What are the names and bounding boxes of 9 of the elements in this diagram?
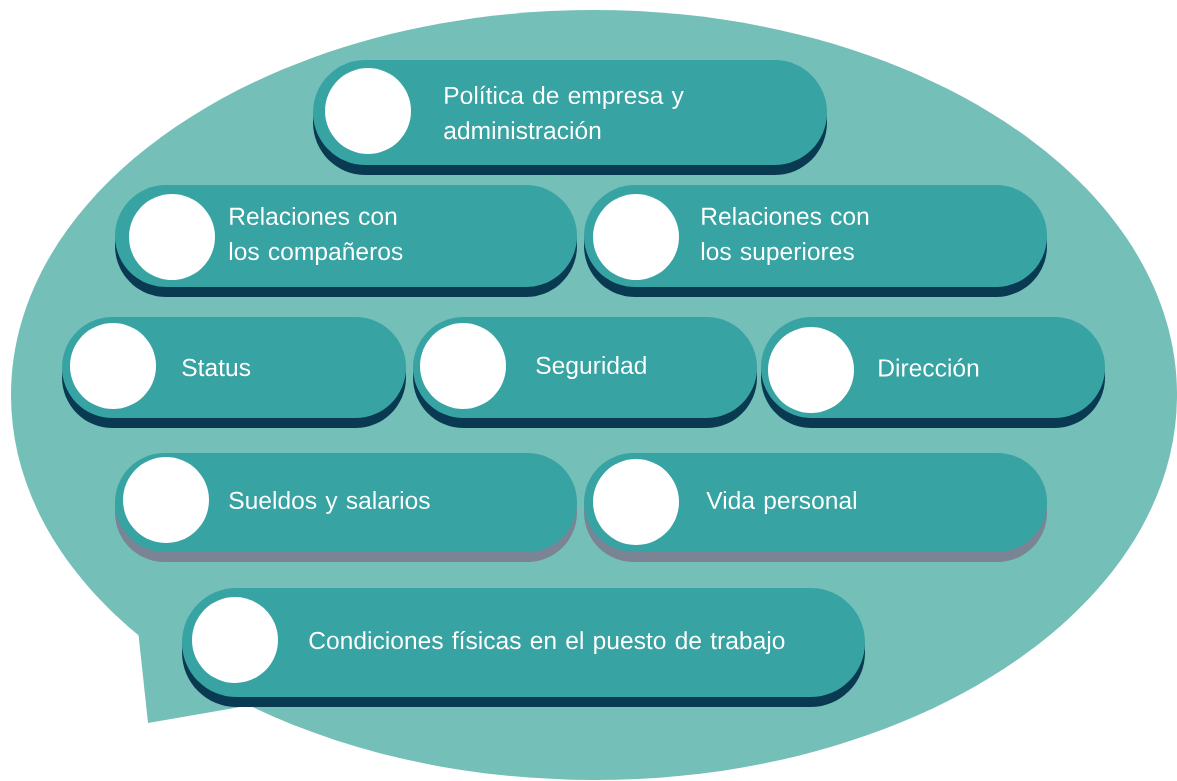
label-pill: Vida personal [584, 453, 1047, 562]
label-pill: Condiciones físicas en el puesto de trabajo [182, 588, 865, 707]
label-pill: Relaciones con los superiores [584, 185, 1047, 297]
label-pill: Seguridad [413, 317, 757, 428]
label-pill: Status [62, 317, 406, 428]
label-pill: Política de empresa y administración [313, 60, 827, 175]
label-pill: Relaciones con los compañeros [115, 185, 577, 297]
label-pill: Sueldos y salarios [115, 453, 577, 562]
label-pill: Dirección [761, 317, 1105, 428]
